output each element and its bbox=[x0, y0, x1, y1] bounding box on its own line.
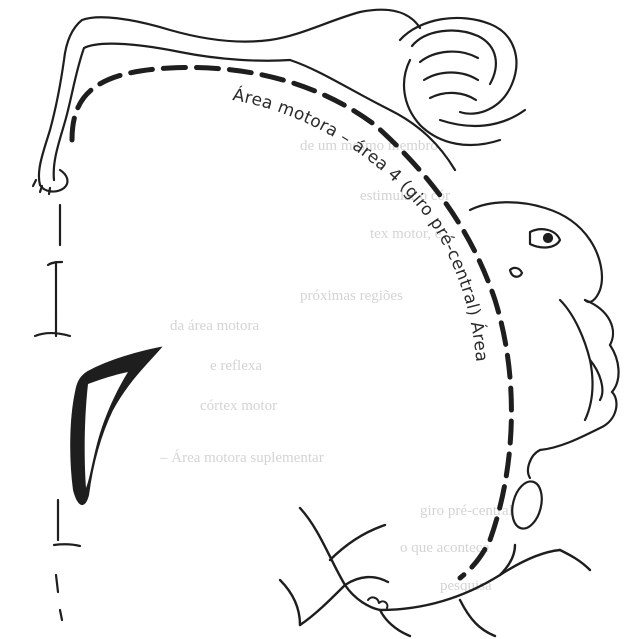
arc-label: Área motora – área 4 (giro pré-central) … bbox=[231, 83, 491, 363]
ghost-line: da área motora bbox=[170, 318, 259, 334]
bleed-through-text: de um mesmo membro estimular o cór tex m… bbox=[159, 138, 513, 594]
ghost-line: córtex motor bbox=[200, 398, 277, 414]
arc-label-text: Área motora – área 4 (giro pré-central) … bbox=[231, 83, 491, 363]
ghost-line: o que acontece bbox=[400, 540, 489, 556]
motor-cortex-dashed-arc bbox=[72, 67, 511, 578]
branching-lines-bottom bbox=[280, 508, 590, 636]
face-drawing bbox=[470, 202, 619, 478]
larynx-oval bbox=[508, 478, 547, 531]
ghost-line: – Área motora suplementar bbox=[159, 449, 324, 466]
ghost-line: e reflexa bbox=[210, 358, 262, 374]
ghost-line: próximas regiões bbox=[300, 288, 403, 304]
left-wedge-shape bbox=[71, 348, 160, 504]
hand-drawing bbox=[400, 18, 525, 145]
